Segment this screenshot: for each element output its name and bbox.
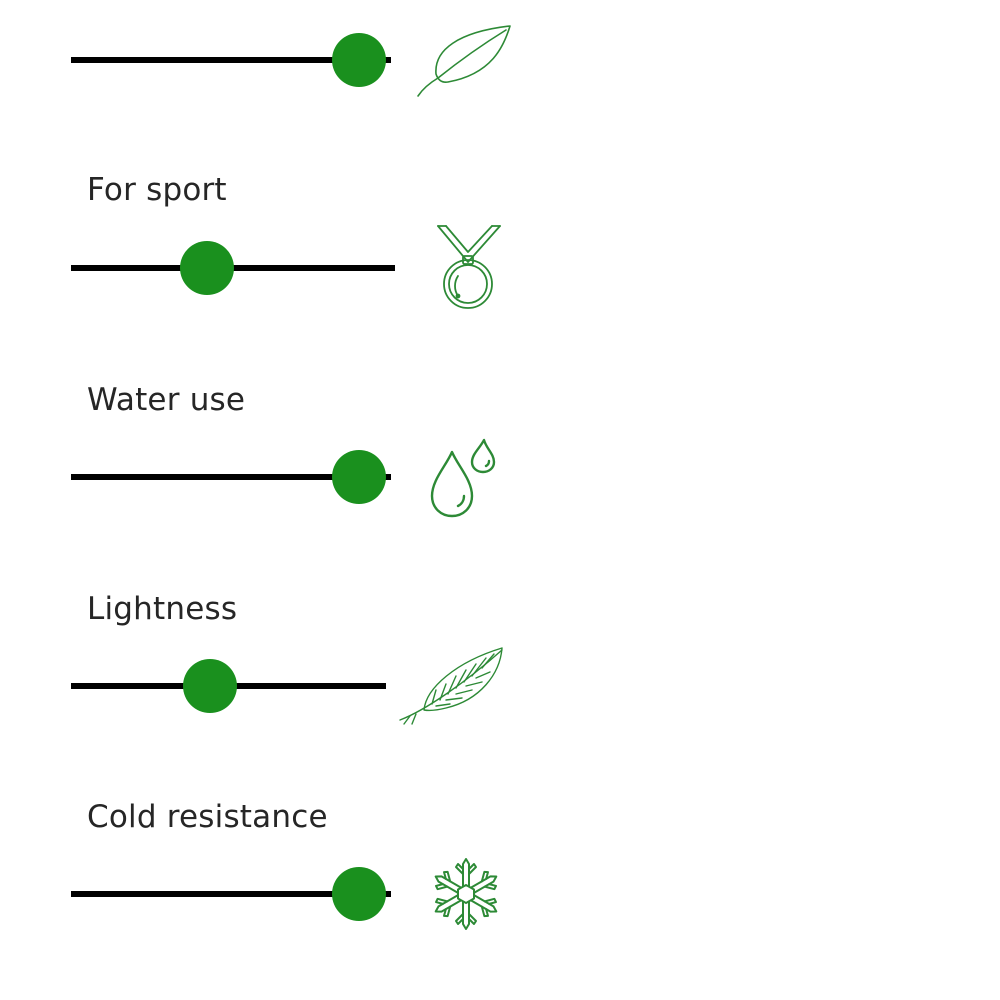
slider-sport[interactable] [71, 238, 395, 298]
slider-water[interactable] [71, 447, 391, 507]
water-drops-icon [428, 436, 500, 520]
attribute-label: For sport [87, 172, 227, 208]
slider-lightness[interactable] [71, 656, 386, 716]
attribute-label: Water use [87, 382, 246, 418]
slider-eco[interactable] [71, 30, 391, 90]
slider-cold[interactable] [71, 864, 391, 924]
attribute-label: Lightness [87, 591, 238, 627]
slider-thumb[interactable] [332, 33, 386, 87]
slider-thumb[interactable] [182, 659, 237, 713]
feather-icon [396, 644, 508, 726]
slider-track [71, 57, 391, 63]
slider-thumb[interactable] [332, 450, 386, 504]
slider-thumb[interactable] [332, 867, 386, 921]
slider-thumb[interactable] [180, 241, 235, 295]
attribute-label: Cold resistance [87, 799, 328, 835]
slider-track [71, 891, 391, 897]
leaf-icon [414, 22, 514, 100]
snowflake-icon [428, 854, 504, 934]
slider-track [71, 474, 391, 480]
medal-icon [434, 224, 504, 316]
